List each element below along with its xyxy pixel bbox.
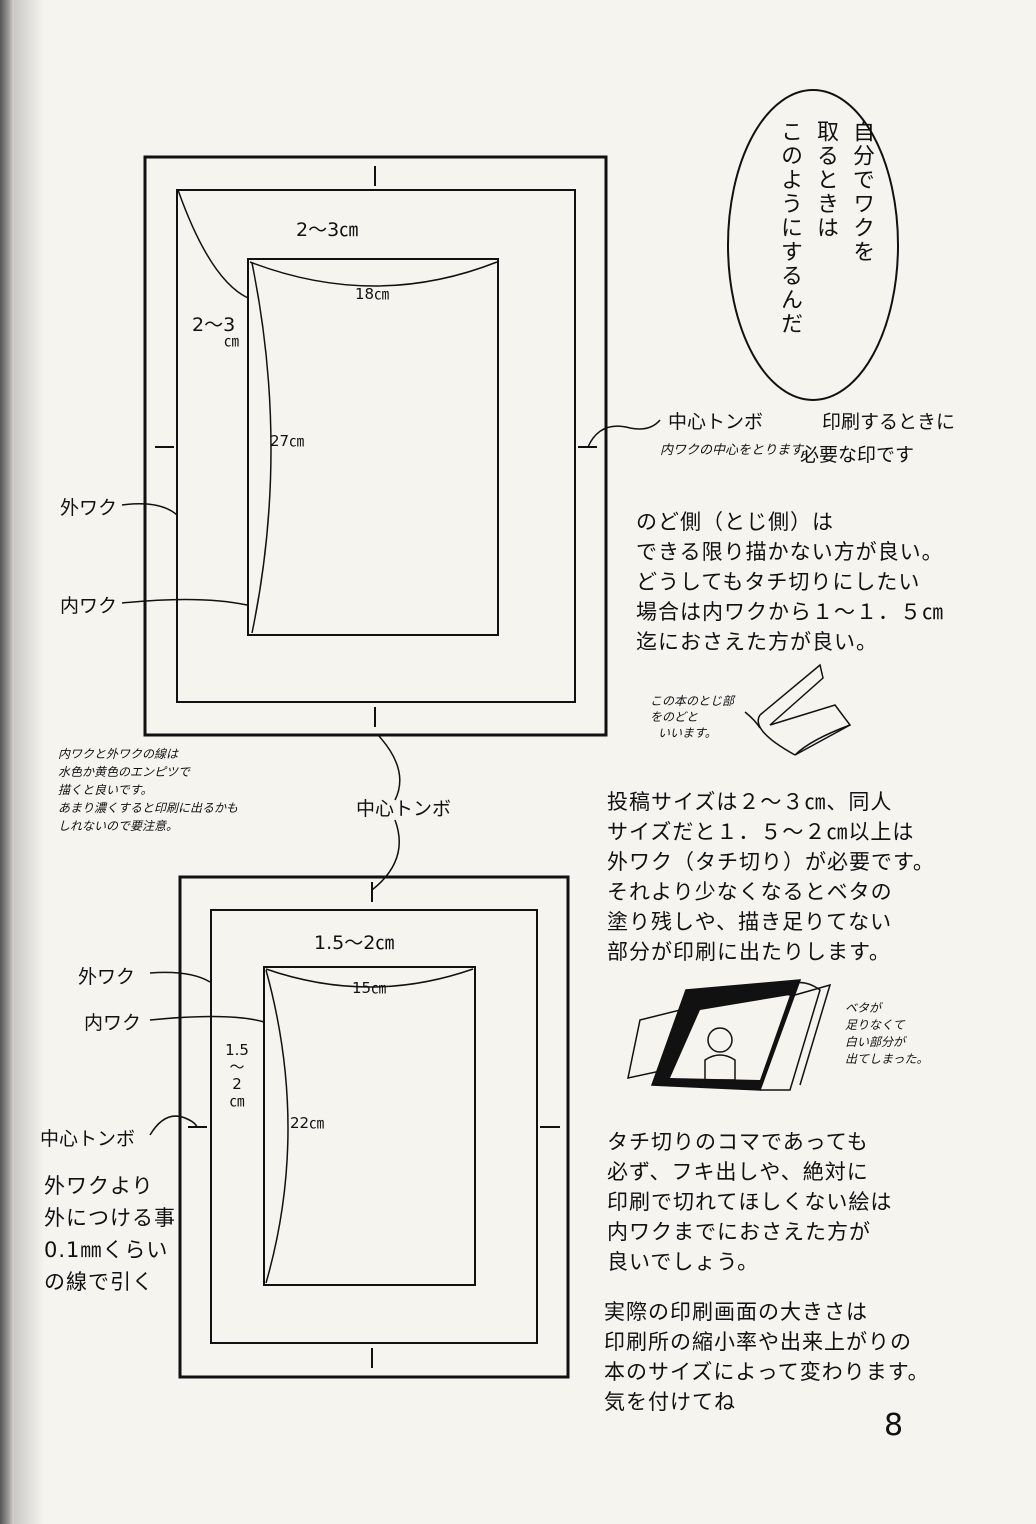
center-mark-note-title: 中心トンボ	[668, 411, 764, 433]
speech-bubble-text: 自分でワクを 取るときは このようにするんだ	[770, 120, 880, 370]
book-sketch-caption: この本のとじ部 をのどと いいます。	[650, 693, 734, 741]
submission-line-4: それより少なくなるとベタの	[607, 880, 893, 904]
print-size-line-3: 本のサイズによって変わります。	[604, 1360, 930, 1384]
book-caption-2: をのどと	[650, 710, 699, 724]
bottom-outer-leader	[149, 971, 211, 983]
center-mark-middle-label: 中心トンボ	[356, 798, 452, 820]
submission-line-1: 投稿サイズは２～３㎝、同人	[607, 790, 893, 814]
bottom-inner-leader	[149, 1015, 265, 1023]
bleed-line-3: 印刷で切れてほしくない絵は	[607, 1190, 893, 1214]
bottom-center-mark-label: 中心トンボ	[40, 1128, 136, 1150]
center-mark-note-leader	[587, 419, 661, 448]
inner-frame-leader	[121, 598, 248, 606]
beta-caption-3: 白い部分が	[845, 1035, 906, 1049]
bottom-gutter-left-1: 1.5	[225, 1041, 249, 1059]
bottom-outer-frame-label: 外ワク	[78, 966, 136, 988]
bubble-line-1: 自分でワクを	[849, 120, 874, 264]
center-mark-note-text1: 印刷するときに	[822, 411, 956, 433]
book-sketch	[744, 663, 852, 756]
top-width-arc	[249, 261, 498, 287]
bottom-inner-frame	[263, 966, 476, 1286]
bottom-outer-paper	[178, 875, 570, 1379]
outer-frame-leader	[121, 503, 178, 516]
beta-caption-4: 出てしまった。	[845, 1052, 929, 1066]
top-gutter-arc	[177, 189, 249, 299]
throat-line-5: 迄におさえた方が良い。	[636, 630, 878, 654]
middle-leader-bottom	[371, 819, 400, 891]
outside-note: 外ワクより 外につける事 0.1㎜くらい の線で引く	[44, 1170, 176, 1298]
throat-line-3: どうしてもタチ切りにしたい	[636, 570, 921, 594]
top-gutter-top-label: 2～3㎝	[296, 219, 359, 241]
bubble-line-2: 取るときは	[813, 120, 838, 240]
bottom-height-label: 22㎝	[290, 1114, 325, 1132]
beta-caption-2: 足りなくて	[845, 1018, 905, 1032]
bottom-width-arc	[265, 968, 474, 988]
bottom-gutter-top-label: 1.5～2㎝	[314, 932, 395, 954]
bottom-inner-frame-label: 内ワク	[84, 1012, 142, 1034]
center-mark-note-hand: 内ワクの中心をとります。	[660, 443, 815, 458]
outside-line-3: 0.1㎜くらい	[44, 1238, 169, 1262]
top-gutter-left-label-b: ㎝	[224, 332, 240, 350]
bubble-line-3: このようにするんだ	[777, 120, 802, 336]
bleed-line-4: 内ワクまでにおさえた方が	[607, 1220, 871, 1244]
bleed-line-1: タチ切りのコマであっても	[607, 1130, 869, 1154]
top-inner-frame	[247, 258, 499, 636]
print-size-line-1: 実際の印刷画面の大きさは	[604, 1300, 868, 1324]
speech-bubble	[727, 89, 899, 401]
beta-sketch	[627, 979, 832, 1091]
bottom-gutter-left-4: ㎝	[229, 1092, 245, 1110]
throat-line-1: のど側（とじ側）は	[636, 510, 834, 534]
pencil-line-5: しれないので要注意。	[58, 819, 179, 833]
top-outer-frame-label: 外ワク	[60, 497, 118, 519]
submission-line-5: 塗り残しや、描き足りてない	[607, 910, 893, 934]
pencil-note: 内ワクと外ワクの線は 水色か黄色のエンピツで 描くと良いです。 あまり濃くすると…	[58, 745, 238, 835]
bleed-line-2: 必ず、フキ出しや、絶対に	[607, 1160, 869, 1184]
page-edge	[0, 0, 14, 1524]
submission-line-6: 部分が印刷に出たりします。	[607, 940, 891, 964]
pencil-line-2: 水色か黄色のエンピツで	[58, 765, 191, 779]
pencil-line-1: 内ワクと外ワクの線は	[58, 747, 179, 761]
bleed-note: タチ切りのコマであっても 必ず、フキ出しや、絶対に 印刷で切れてほしくない絵は …	[607, 1127, 892, 1277]
book-caption-3: いいます。	[658, 726, 717, 740]
top-gutter-left-label-a: 2～3	[192, 314, 236, 336]
bleed-line-5: 良いでしょう。	[607, 1250, 760, 1274]
spine-shadow	[14, 0, 44, 1524]
print-size-note: 実際の印刷画面の大きさは 印刷所の縮小率や出来上がりの 本のサイズによって変わり…	[604, 1297, 930, 1417]
submission-line-3: 外ワク（タチ切り）が必要です。	[607, 850, 935, 874]
throat-line-4: 場合は内ワクから１～１．５㎝	[636, 600, 944, 624]
throat-line-2: できる限り描かない方が良い。	[636, 540, 944, 564]
top-outer-paper	[143, 155, 608, 737]
bottom-gutter-left-3: 2	[232, 1075, 242, 1093]
print-size-line-2: 印刷所の縮小率や出来上がりの	[604, 1330, 912, 1354]
center-mark-note-text2: 必要な印です	[800, 444, 915, 466]
beta-caption-1: ベタが	[845, 1001, 882, 1015]
outside-line-1: 外ワクより	[44, 1174, 154, 1198]
bottom-height-arc	[265, 969, 289, 1284]
top-outer-frame	[176, 189, 576, 703]
bottom-gutter-left-label: 1.5 ～ 2 ㎝	[224, 1042, 250, 1110]
submission-note: 投稿サイズは２～３㎝、同人 サイズだと１．５～２㎝以上は 外ワク（タチ切り）が必…	[607, 787, 935, 967]
bottom-gutter-left-2: ～	[229, 1058, 245, 1076]
page-number: 8	[884, 1408, 904, 1443]
middle-leader-top	[377, 734, 401, 801]
top-inner-frame-label: 内ワク	[60, 595, 118, 617]
outside-line-2: 外につける事	[44, 1206, 176, 1230]
top-height-arc	[251, 262, 272, 634]
book-caption-1: この本のとじ部	[650, 694, 735, 708]
pencil-line-3: 描くと良いです。	[58, 783, 153, 797]
submission-line-2: サイズだと１．５～２㎝以上は	[607, 820, 915, 844]
print-size-line-4: 気を付けてね	[604, 1390, 736, 1414]
beta-sketch-caption: ベタが 足りなくて 白い部分が 出てしまった。	[845, 1000, 929, 1068]
throat-note: のど側（とじ側）は できる限り描かない方が良い。 どうしてもタチ切りにしたい 場…	[636, 507, 944, 657]
pencil-line-4: あまり濃くすると印刷に出るかも	[58, 801, 239, 815]
bottom-width-label: 15㎝	[352, 979, 387, 997]
top-width-label: 18㎝	[355, 285, 390, 303]
bottom-outer-frame	[210, 909, 538, 1344]
outside-line-4: の線で引く	[44, 1270, 154, 1294]
bottom-center-mark-leader	[149, 1115, 198, 1136]
top-height-label: 27㎝	[270, 432, 305, 450]
